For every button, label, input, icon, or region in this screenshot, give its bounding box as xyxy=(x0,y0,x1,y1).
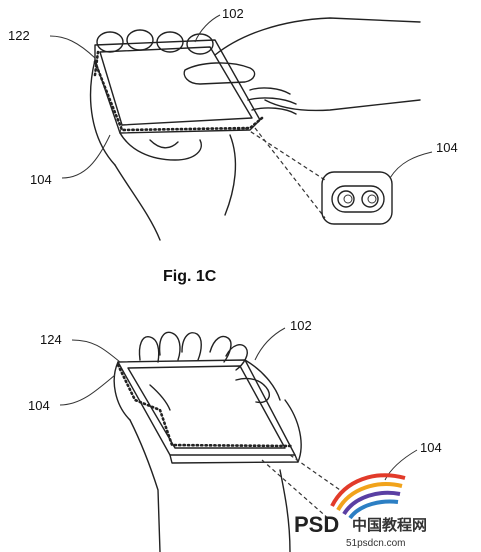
top-right-hand xyxy=(183,17,421,115)
top-sensor-strip xyxy=(93,60,264,132)
top-device xyxy=(94,39,261,134)
top-leader-122 xyxy=(49,35,96,59)
bottom-figure: 124 102 104 104 xyxy=(28,318,442,552)
ref-102-bottom-label: 102 xyxy=(290,318,312,333)
ref-104-right-label: 104 xyxy=(436,140,458,155)
bottom-sensor-strip xyxy=(116,363,294,448)
bottom-device xyxy=(117,359,299,464)
top-left-hand xyxy=(89,59,237,241)
watermark-site-text: 51psdcn.com xyxy=(346,538,405,549)
top-sensor-strip-side xyxy=(93,50,100,77)
top-leader-104-left xyxy=(61,134,111,179)
bottom-right-hand xyxy=(235,359,302,552)
top-magnify-line-2 xyxy=(254,127,326,219)
top-leader-102 xyxy=(194,14,221,43)
bottom-left-hand xyxy=(113,361,171,552)
ref-102-label: 102 xyxy=(222,6,244,21)
bottom-leader-104-right xyxy=(384,449,418,481)
top-magnified-detail xyxy=(321,171,393,225)
top-leader-104-right xyxy=(389,151,433,179)
ref-104-left-label: 104 xyxy=(30,172,52,187)
bottom-leader-104-left xyxy=(59,374,116,406)
watermark-chinese-text: 中国教程网 xyxy=(352,516,427,534)
ref-124-label: 124 xyxy=(40,332,62,347)
bottom-magnify-line-2 xyxy=(261,459,331,521)
top-magnify-line-1 xyxy=(244,127,326,181)
top-figure: 122 102 104 104 xyxy=(8,6,458,241)
ref-122-label: 122 xyxy=(8,28,30,43)
bottom-magnify-line-1 xyxy=(289,454,341,491)
bottom-back-fingers xyxy=(138,331,248,371)
watermark-logo: PSD 中国教程网 51psdcn.com xyxy=(294,473,427,549)
ref-104-bottom-right-label: 104 xyxy=(420,440,442,455)
bottom-leader-124 xyxy=(71,339,121,363)
bottom-leader-102 xyxy=(254,327,286,361)
ref-104-bottom-left-label: 104 xyxy=(28,398,50,413)
figure-caption: Fig. 1C xyxy=(163,268,217,285)
watermark-psd-text: PSD xyxy=(294,512,339,537)
